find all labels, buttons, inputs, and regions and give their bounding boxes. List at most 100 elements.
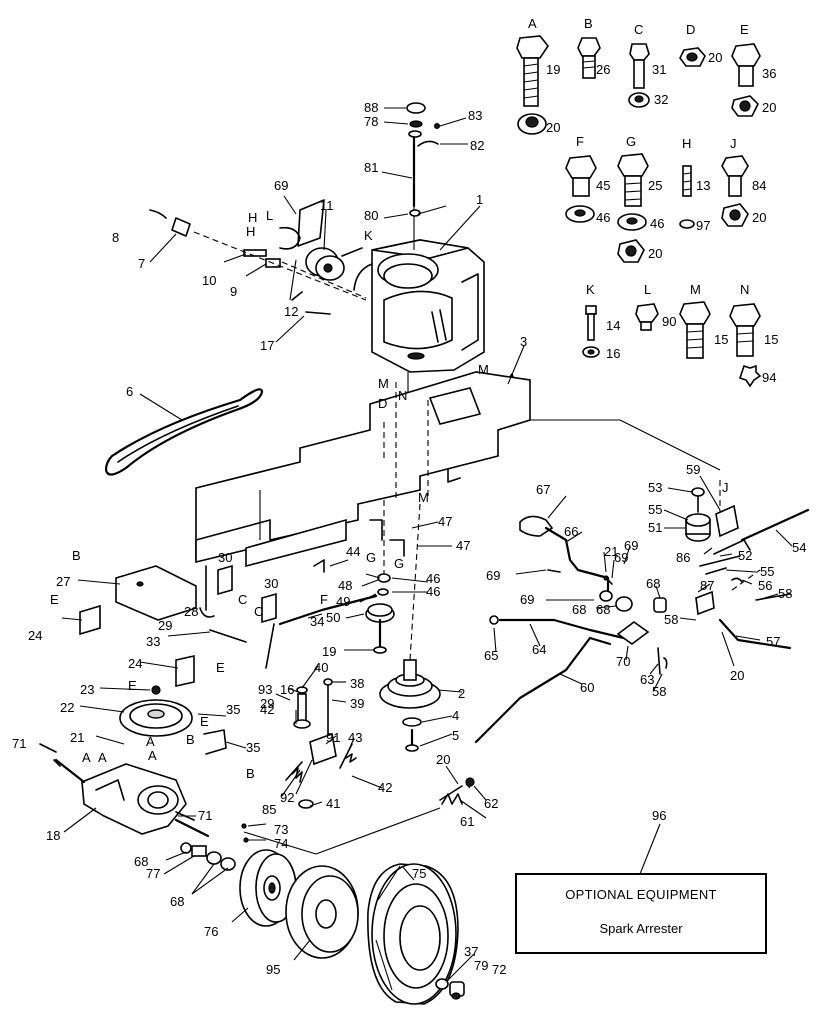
hardware-letter-n: N <box>740 282 749 297</box>
assembly-letter-b3: B <box>246 766 255 781</box>
callout-47-b: 47 <box>456 538 470 553</box>
callout-4: 4 <box>452 708 459 723</box>
callout-80: 80 <box>364 208 378 223</box>
hardware-letter-m: M <box>690 282 701 297</box>
callout-35-lower: 35 <box>246 740 260 755</box>
callout-17: 17 <box>260 338 274 353</box>
callout-11: 11 <box>320 198 334 213</box>
callout-82: 82 <box>470 138 484 153</box>
callout-38: 38 <box>350 676 364 691</box>
assembly-letter-g1: G <box>366 550 376 565</box>
callout-44: 44 <box>346 544 360 559</box>
bolt-j <box>721 155 749 227</box>
assembly-letter-a2: A <box>82 750 91 765</box>
bolt-c <box>628 43 650 108</box>
callout-51: 51 <box>648 520 662 535</box>
assembly-letter-c2: C <box>254 604 263 619</box>
callout-53: 53 <box>648 480 662 495</box>
callout-20-right: 20 <box>730 668 744 683</box>
callout-58-low: 58 <box>652 684 666 699</box>
callout-labels: 1 2 3 4 5 6 7 8 9 10 11 12 13 14 15 15 1… <box>12 50 806 977</box>
callout-41: 41 <box>326 796 340 811</box>
callout-74: 74 <box>274 836 288 851</box>
callout-19-a: 19 <box>546 62 560 77</box>
hardware-letter-f: F <box>576 134 584 149</box>
hardware-letter-l: L <box>644 282 651 297</box>
callout-59: 59 <box>686 462 700 477</box>
callout-92: 92 <box>280 790 294 805</box>
callout-15-n: 15 <box>764 332 778 347</box>
callout-81: 81 <box>364 160 378 175</box>
callout-46-g: 46 <box>650 216 664 231</box>
assembly-letter-a1: A <box>146 734 155 749</box>
callout-52: 52 <box>738 548 752 563</box>
bolt-b <box>577 37 601 79</box>
callout-58-mid: 58 <box>664 612 678 627</box>
callout-29-lower: 29 <box>260 696 274 711</box>
callout-24-left: 24 <box>28 628 42 643</box>
assembly-letter-b1: B <box>72 548 81 563</box>
callout-88: 88 <box>364 100 378 115</box>
callout-30-right: 30 <box>264 576 278 591</box>
callout-6: 6 <box>126 384 133 399</box>
hardware-letter-d: D <box>686 22 695 37</box>
callout-20-d: 20 <box>708 50 722 65</box>
callout-86: 86 <box>676 550 690 565</box>
callout-24-lower: 24 <box>128 656 142 671</box>
hardware-letter-b: B <box>584 16 593 31</box>
bolt-a <box>516 35 549 135</box>
callout-47-a: 47 <box>438 514 452 529</box>
callout-91: 91 <box>326 730 340 745</box>
nut-d <box>679 47 706 67</box>
bolt-m <box>679 301 711 359</box>
callout-90: 90 <box>662 314 676 329</box>
callout-71-left: 71 <box>12 736 26 751</box>
callout-68-c: 68 <box>596 602 610 617</box>
callout-39: 39 <box>350 696 364 711</box>
callout-2: 2 <box>458 686 465 701</box>
callout-14: 14 <box>606 318 620 333</box>
callout-55-upper: 55 <box>648 502 662 517</box>
assembly-letter-l: L <box>266 208 273 223</box>
callout-27: 27 <box>56 574 70 589</box>
callout-33: 33 <box>146 634 160 649</box>
callout-42-left: 42 <box>260 702 274 717</box>
callout-16-k: 16 <box>606 346 620 361</box>
callout-20-a: 20 <box>546 120 560 135</box>
assembly-letter-e2: E <box>216 660 225 675</box>
bolt-g <box>617 153 649 263</box>
callout-63: 63 <box>640 672 654 687</box>
hardware-letter-e: E <box>740 22 749 37</box>
callout-66: 66 <box>564 524 578 539</box>
callout-69-d: 69 <box>614 550 628 565</box>
assembly-letter-h2: H <box>246 224 255 239</box>
callout-9: 9 <box>230 284 237 299</box>
callout-69-c: 69 <box>624 538 638 553</box>
optional-equipment-item: Spark Arrester <box>599 921 683 936</box>
callout-28: 28 <box>184 604 198 619</box>
callout-19: 19 <box>322 644 336 659</box>
callout-29-upper: 29 <box>158 618 172 633</box>
callout-72: 72 <box>492 962 506 977</box>
left-brackets <box>79 564 378 755</box>
assembly-letter-m2: M <box>478 362 489 377</box>
callout-56: 56 <box>758 578 772 593</box>
assembly-letter-f: F <box>320 592 328 607</box>
callout-46-b: 46 <box>426 584 440 599</box>
callout-8: 8 <box>112 230 119 245</box>
hardware-letter-j: J <box>730 136 737 151</box>
assembly-letter-e1: E <box>50 592 59 607</box>
callout-68-b: 68 <box>170 894 184 909</box>
callout-37: 37 <box>464 944 478 959</box>
callout-77: 77 <box>146 866 160 881</box>
idler-pulleys <box>313 500 441 752</box>
callout-95: 95 <box>266 962 280 977</box>
callout-46-f: 46 <box>596 210 610 225</box>
assembly-letter-e4: E <box>200 714 209 729</box>
optional-equipment-box: OPTIONAL EQUIPMENT Spark Arrester <box>515 873 767 954</box>
bolt-n <box>729 303 762 388</box>
hardware-letter-g: G <box>626 134 636 149</box>
callout-25: 25 <box>648 178 662 193</box>
callout-49: 49 <box>336 594 350 609</box>
